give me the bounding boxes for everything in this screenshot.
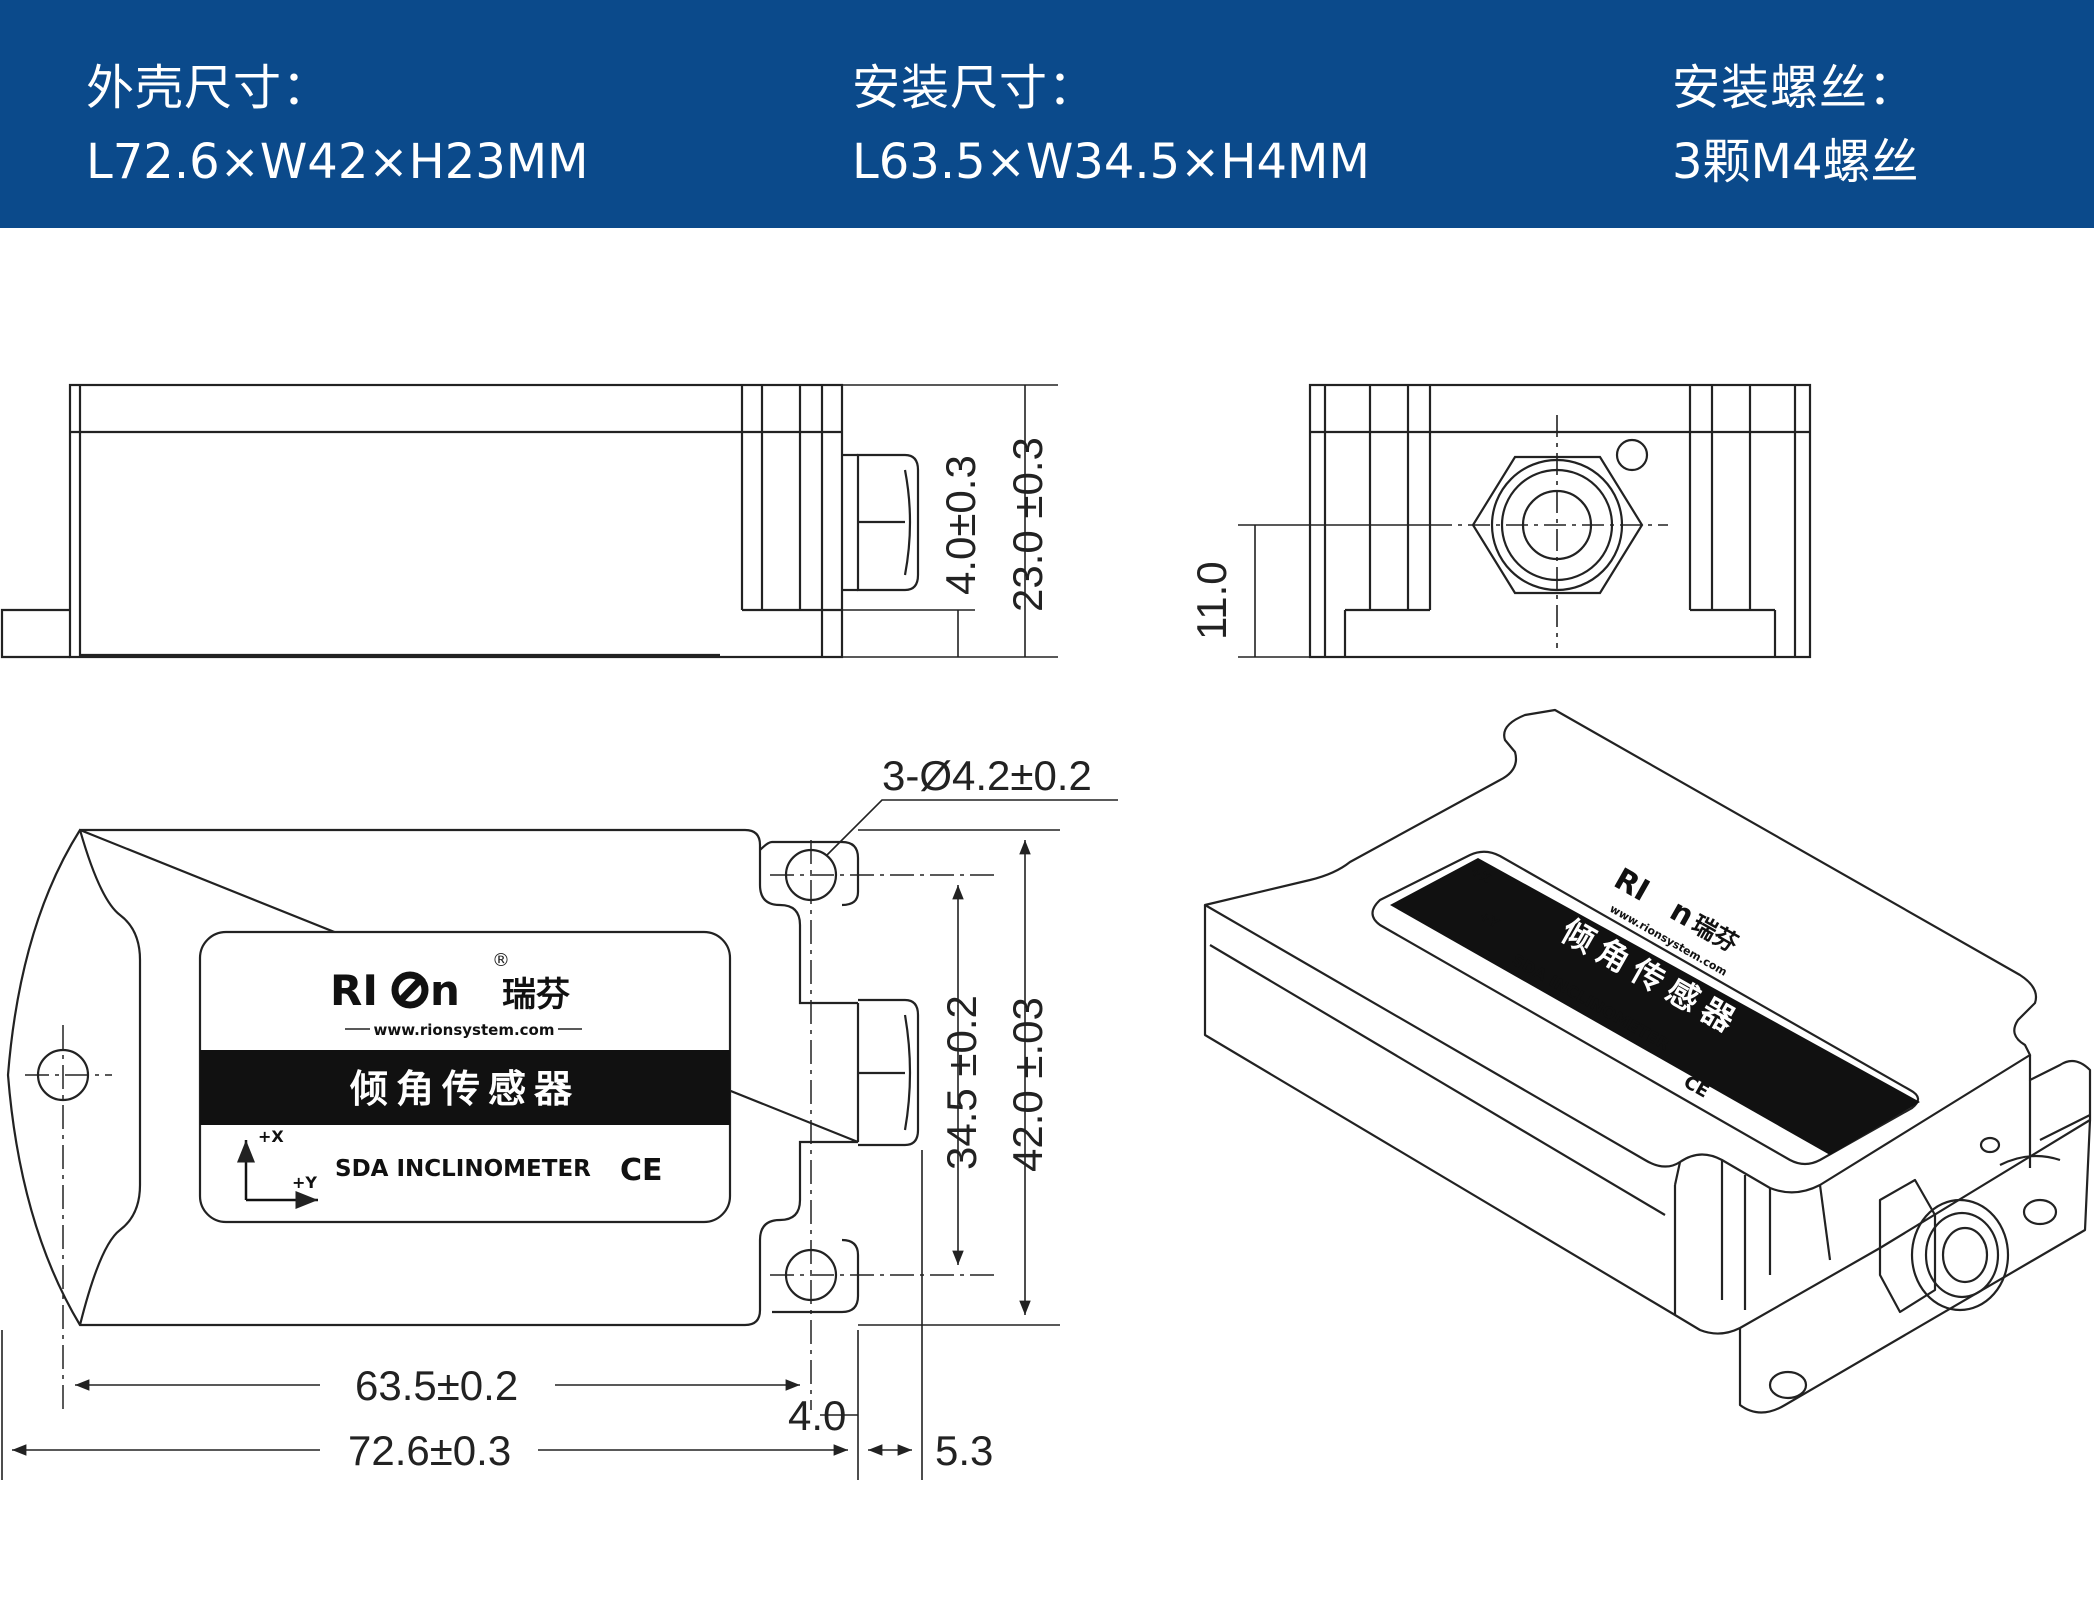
axis-y-label: +Y [292, 1173, 317, 1192]
centerlines [25, 840, 1000, 1410]
dim-total-width: 42.0 ±.03 [1004, 997, 1051, 1172]
registered-mark: ® [492, 950, 510, 971]
dim-flange-offset: 4.0 [788, 1392, 846, 1439]
spec-value: L63.5×W34.5×H4MM [852, 134, 1370, 190]
label-brand-cn: 瑞芬 [502, 975, 570, 1015]
dim-side-flange: 4.0±0.3 [937, 455, 984, 595]
spec-mount-size: 安装尺寸： L63.5×W34.5×H4MM [852, 52, 1370, 198]
front-view [1238, 383, 1812, 659]
dim-total-length: 72.6±0.3 [348, 1427, 511, 1474]
label-product-cn: 倾角传感器 [349, 1067, 580, 1111]
dim-mount-length: 63.5±0.2 [355, 1362, 518, 1409]
top-view-dim-lines [1, 799, 1118, 1480]
label-website: www.rionsystem.com [374, 1021, 555, 1039]
top-view [6, 828, 920, 1327]
spec-title: 安装螺丝： [1672, 60, 1918, 116]
axis-icon [237, 1140, 318, 1209]
axis-x-label: +X [258, 1127, 284, 1146]
label-brand-tail: n [430, 966, 460, 1015]
spec-housing-size: 外壳尺寸： L72.6×W42×H23MM [86, 52, 589, 198]
dim-hole: 3-Ø4.2±0.2 [882, 752, 1092, 799]
ce-mark-icon: CE [620, 1153, 663, 1188]
brand-o-icon [391, 971, 429, 1009]
label-product-en: SDA INCLINOMETER [335, 1156, 591, 1182]
label-brand: RI [330, 966, 378, 1015]
dim-gland: 5.3 [935, 1427, 993, 1474]
spec-screws: 安装螺丝： 3颗M4螺丝 [1672, 52, 1919, 198]
dim-front-center: 11.0 [1188, 561, 1235, 640]
spec-value: 3颗M4螺丝 [1672, 134, 1919, 190]
isometric-view [1203, 708, 2092, 1414]
side-view [0, 383, 1058, 659]
spec-title: 外壳尺寸： [86, 60, 332, 116]
iso-label-band [1390, 858, 1920, 1155]
dim-mount-width: 34.5 ±0.2 [938, 995, 985, 1170]
spec-title: 安装尺寸： [852, 60, 1098, 116]
spec-banner: 外壳尺寸： L72.6×W42×H23MM 安装尺寸： L63.5×W34.5×… [0, 0, 2094, 228]
dim-side-height: 23.0 ±0.3 [1004, 437, 1051, 612]
spec-value: L72.6×W42×H23MM [86, 134, 589, 190]
